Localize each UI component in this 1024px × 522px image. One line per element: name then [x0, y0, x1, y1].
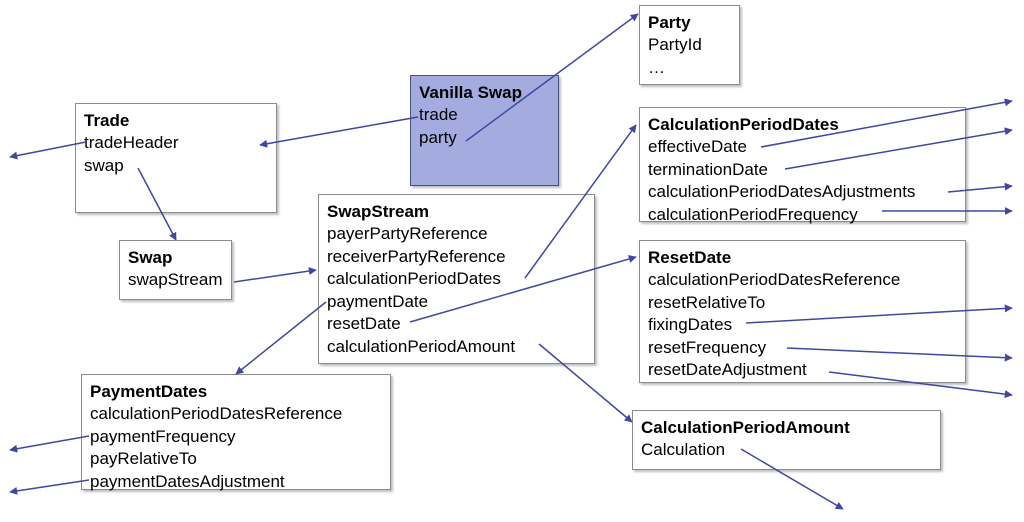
swap-stream-field-reset-date: resetDate	[327, 314, 401, 333]
reset-date-field-fixing-dates: fixingDates	[648, 315, 733, 334]
vanilla-swap-title: Vanilla Swap	[419, 83, 522, 102]
reset-date-field-reset-relative-to: resetRelativeTo	[648, 292, 766, 312]
vanilla-swap-box[interactable]: Vanilla Swap trade party	[410, 75, 559, 186]
cpd-field-termination-date: terminationDate	[648, 159, 769, 179]
swap-title: Swap	[128, 248, 173, 267]
arrow-payment-frequency-out	[9, 435, 90, 453]
payment-dates-box[interactable]: PaymentDates calculationPeriodDatesRefer…	[81, 374, 391, 491]
cpd-field-calculation-period-frequency: calculationPeriodFrequency	[648, 204, 858, 224]
swap-box[interactable]: Swap swapStream	[119, 240, 232, 300]
swap-stream-field-calculation-period-amount: calculationPeriodAmount	[327, 336, 516, 356]
reset-date-box[interactable]: ResetDate calculationPeriodDatesReferenc…	[639, 240, 966, 383]
trade-box[interactable]: Trade tradeHeader swap	[75, 103, 277, 213]
party-field-partyid: PartyId	[648, 35, 702, 54]
cpd-field-effective-date: effectiveDate	[648, 137, 747, 156]
swap-stream-field-payer-party-reference: payerPartyReference	[327, 224, 488, 243]
swap-stream-field-calculation-period-dates: calculationPeriodDates	[327, 269, 501, 288]
calculation-period-amount-field-calculation: Calculation	[641, 440, 726, 459]
reset-date-field-calculation-period-dates-reference: calculationPeriodDatesReference	[648, 270, 901, 289]
reset-date-title: ResetDate	[648, 248, 732, 267]
calculation-period-amount-box[interactable]: CalculationPeriodAmount Calculation	[632, 410, 941, 470]
arrow-payment-date-to-payment-dates-box	[235, 301, 327, 375]
reset-date-field-reset-date-adjustment: resetDateAdjustment	[648, 360, 807, 379]
calculation-period-amount-title: CalculationPeriodAmount	[641, 418, 850, 437]
trade-field-tradeheader: tradeHeader	[84, 133, 179, 152]
calculation-period-dates-title: CalculationPeriodDates	[648, 115, 839, 134]
swap-stream-title: SwapStream	[327, 202, 430, 221]
trade-title: Trade	[84, 111, 130, 130]
swap-field-swapstream: swapStream	[128, 270, 223, 289]
swap-stream-field-receiver-party-reference: receiverPartyReference	[327, 246, 506, 266]
cpd-field-calculation-period-dates-adjustments: calculationPeriodDatesAdjustments	[648, 182, 916, 201]
swap-stream-box[interactable]: SwapStream payerPartyReference receiverP…	[318, 194, 595, 364]
arrow-payment-dates-adjustment-out	[9, 479, 90, 495]
vanilla-swap-field-party: party	[419, 127, 457, 147]
reset-date-field-reset-frequency: resetFrequency	[648, 337, 767, 357]
party-title: Party	[648, 13, 691, 32]
payment-dates-field-payment-frequency: paymentFrequency	[90, 426, 236, 446]
payment-dates-field-pay-relative-to: payRelativeTo	[90, 449, 197, 468]
trade-field-swap: swap	[84, 155, 124, 175]
payment-dates-title: PaymentDates	[90, 382, 208, 401]
party-box[interactable]: Party PartyId …	[639, 5, 740, 85]
payment-dates-field-calculation-period-dates-reference: calculationPeriodDatesReference	[90, 404, 343, 423]
arrow-swapstream-to-swapstream-box	[233, 267, 317, 283]
calculation-period-dates-box[interactable]: CalculationPeriodDates effectiveDate ter…	[639, 107, 966, 224]
payment-dates-field-payment-dates-adjustment: paymentDatesAdjustment	[90, 471, 285, 491]
arrow-vanilla-trade-to-trade-box	[259, 116, 419, 148]
swap-stream-field-payment-date: paymentDate	[327, 291, 429, 311]
party-field-ellipsis: …	[648, 57, 665, 77]
vanilla-swap-field-trade: trade	[419, 105, 458, 124]
